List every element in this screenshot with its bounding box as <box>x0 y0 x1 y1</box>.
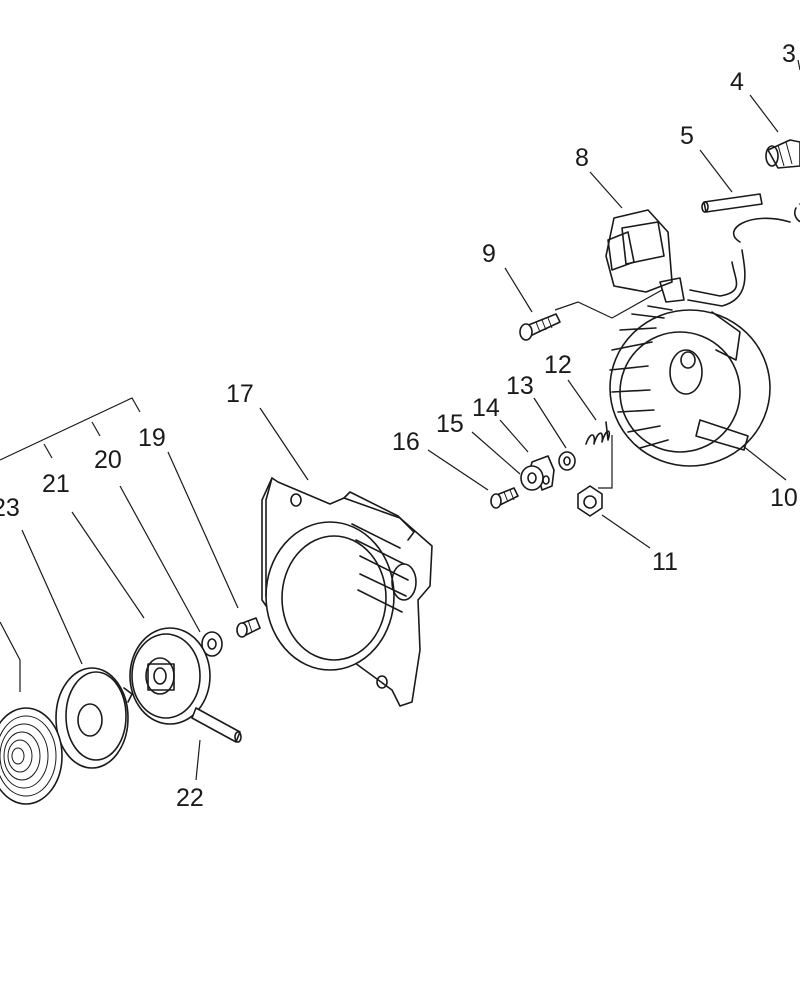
callout-8: 8 <box>575 144 589 172</box>
callout-13: 13 <box>506 372 534 400</box>
washer-15 <box>520 465 544 491</box>
callout-12: 12 <box>544 351 572 379</box>
callout-15: 15 <box>436 410 464 438</box>
callout-21: 21 <box>42 470 70 498</box>
starter-rope <box>191 707 242 743</box>
callout-23: 23 <box>0 494 20 522</box>
callout-14: 14 <box>472 394 500 422</box>
callout-19: 19 <box>138 424 166 452</box>
fan-housing <box>261 477 433 707</box>
callout-10: 10 <box>770 484 798 512</box>
ignition-coil <box>605 209 791 307</box>
recoil-spring <box>0 707 63 805</box>
callout-22: 22 <box>176 784 204 812</box>
callout-3: 3 <box>782 40 796 68</box>
callout-9: 9 <box>482 240 496 268</box>
washer-13 <box>558 451 576 471</box>
screw-9 <box>519 313 561 341</box>
spring-cover <box>55 667 133 769</box>
bolt-19 <box>236 617 261 638</box>
callout-4: 4 <box>730 68 744 96</box>
callout-11: 11 <box>652 548 678 576</box>
callout-17: 17 <box>226 380 254 408</box>
leader-lines <box>0 59 800 781</box>
spark-plug-cap <box>765 139 800 223</box>
callout-20: 20 <box>94 446 122 474</box>
screw-16 <box>490 487 519 509</box>
callout-5: 5 <box>680 122 694 150</box>
washer-20 <box>201 631 223 657</box>
rod <box>701 193 763 213</box>
starter-pulley <box>129 627 211 725</box>
flywheel <box>609 305 771 467</box>
nut <box>577 485 603 517</box>
spring <box>585 421 611 445</box>
callout-16: 16 <box>392 428 420 456</box>
callout-labels: 3 4 5 8 9 10 11 12 13 14 15 16 17 19 20 … <box>0 40 798 812</box>
